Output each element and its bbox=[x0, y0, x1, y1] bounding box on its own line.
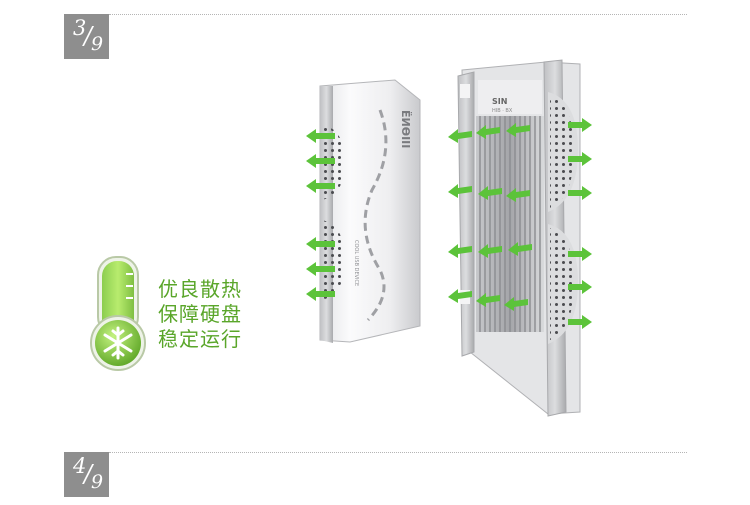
page-indicator-4-of-9: 4 / 9 bbox=[64, 452, 109, 497]
heat-fins bbox=[479, 116, 541, 332]
page-slash: / bbox=[84, 460, 93, 488]
page-number: 4 bbox=[73, 454, 87, 478]
green-arrow-icon bbox=[306, 287, 335, 301]
green-arrow-icon bbox=[478, 244, 502, 258]
page-slash: / bbox=[84, 22, 93, 50]
green-arrow-icon bbox=[476, 125, 500, 139]
page-total: 9 bbox=[91, 471, 104, 493]
page-total: 9 bbox=[91, 33, 104, 55]
top-divider bbox=[109, 14, 687, 15]
feature-line: 稳定运行 bbox=[158, 327, 242, 351]
green-arrow-icon bbox=[448, 289, 472, 303]
green-arrow-icon bbox=[568, 186, 592, 200]
feature-line: 保障硬盘 bbox=[158, 302, 242, 326]
green-arrow-icon bbox=[306, 237, 335, 251]
feature-line: 优良散热 bbox=[158, 277, 242, 301]
bottom-divider bbox=[109, 452, 687, 453]
green-arrow-icon bbox=[568, 152, 592, 166]
green-arrow-icon bbox=[568, 280, 592, 294]
page-indicator-3-of-9: 3 / 9 bbox=[64, 14, 109, 59]
front-logo: ЁИӨIII bbox=[399, 110, 413, 148]
side-label: COOL USB DEVICE bbox=[353, 240, 359, 286]
snowflake-icon bbox=[103, 326, 133, 360]
green-arrow-icon bbox=[448, 184, 472, 198]
feature-description: 优良散热 保障硬盘 稳定运行 bbox=[158, 277, 242, 352]
back-logo: SIN bbox=[492, 97, 507, 106]
green-arrow-icon bbox=[508, 242, 532, 256]
device-back-view: SIN HIB · BX bbox=[457, 59, 581, 417]
page-number: 3 bbox=[73, 16, 87, 40]
airflow-arrows bbox=[306, 118, 592, 329]
green-arrow-icon bbox=[306, 262, 335, 276]
green-arrow-icon bbox=[448, 244, 472, 258]
green-arrow-icon bbox=[476, 293, 500, 307]
green-arrow-icon bbox=[506, 188, 530, 202]
green-arrow-icon bbox=[568, 315, 592, 329]
green-arrow-icon bbox=[568, 118, 592, 132]
green-arrow-icon bbox=[448, 129, 472, 143]
green-arrow-icon bbox=[306, 154, 335, 168]
thermometer-snowflake-icon bbox=[90, 256, 146, 371]
green-arrow-icon bbox=[306, 129, 335, 143]
device-front-view: ЁИӨIII COOL USB DEVICE bbox=[319, 79, 421, 343]
green-arrow-icon bbox=[478, 186, 502, 200]
green-arrow-icon bbox=[568, 247, 592, 261]
green-arrow-icon bbox=[506, 123, 530, 137]
green-arrow-icon bbox=[504, 297, 528, 311]
back-label: HIB · BX bbox=[492, 108, 513, 114]
green-arrow-icon bbox=[306, 179, 335, 193]
